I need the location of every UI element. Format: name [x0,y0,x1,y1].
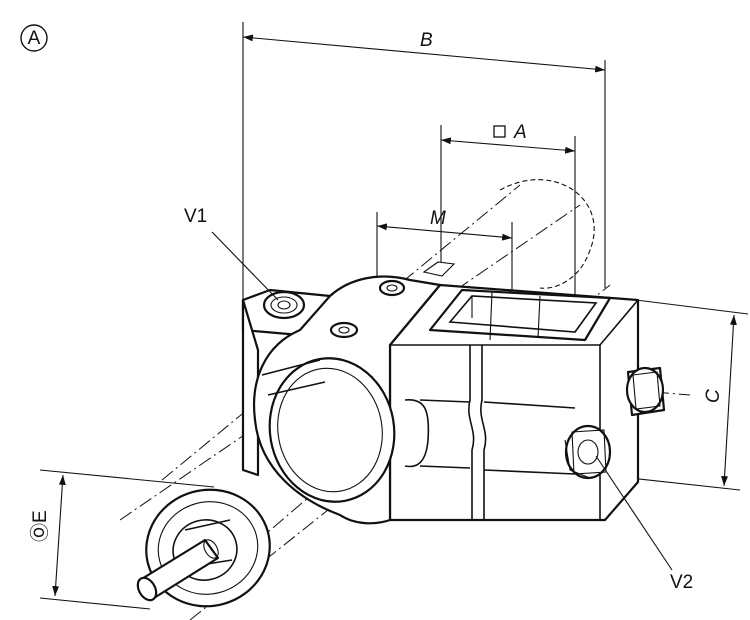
label-a: A [513,122,527,143]
label-m: M [430,208,446,229]
square-symbol-icon [493,125,506,138]
label-e: ⓄE [29,510,51,542]
tube-end [136,488,271,608]
dimension-b: B [242,22,606,310]
label-b: B [420,30,433,51]
label-v1: V1 [184,206,207,227]
tube-clamp-ring [241,261,456,525]
cross-clamp-body [388,283,666,522]
callout-v2: V2 [595,455,693,593]
callout-v1: V1 [184,206,279,301]
dimension-e: ⓄE [29,469,215,610]
label-c: C [703,389,724,403]
dimension-m: M [376,208,513,330]
label-v2: V2 [670,572,693,593]
view-marker: A [20,24,48,52]
svg-text:A: A [28,28,41,49]
